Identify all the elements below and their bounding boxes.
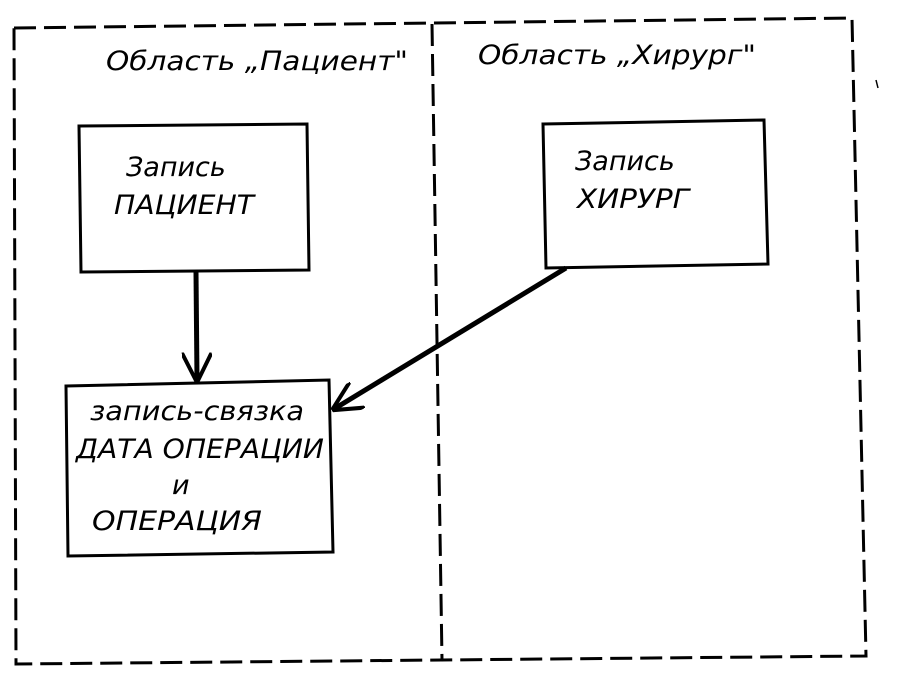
record-surgeon-line1: Запись xyxy=(575,146,675,177)
record-link-line3: и xyxy=(172,470,190,501)
region-divider xyxy=(430,23,444,661)
outer-frame xyxy=(12,16,868,666)
stray-mark xyxy=(875,79,879,89)
record-link-border xyxy=(64,378,335,558)
record-patient-line2: ПАЦИЕНТ xyxy=(114,190,257,221)
record-link-box: запись-связка ДАТА ОПЕРАЦИИ и ОПЕРАЦИЯ xyxy=(64,378,335,558)
record-patient-border xyxy=(77,122,311,274)
record-patient-box: Запись ПАЦИЕНТ xyxy=(77,122,311,274)
record-patient-line1: Запись xyxy=(126,152,226,183)
arrow-surgeon-to-link xyxy=(334,265,568,409)
record-surgeon-border xyxy=(541,118,770,270)
arrow-patient-to-link xyxy=(196,271,197,380)
record-link-line2: ДАТА ОПЕРАЦИИ xyxy=(75,434,324,465)
record-surgeon-box: Запись ХИРУРГ xyxy=(541,118,770,270)
record-surgeon-line2: ХИРУРГ xyxy=(575,184,691,215)
region-surgeon-title: Область „Хирург" xyxy=(478,40,756,71)
region-patient-title: Область „Пациент" xyxy=(106,46,408,77)
record-link-line4: ОПЕРАЦИЯ xyxy=(92,506,262,537)
record-link-line1: запись-связка xyxy=(90,396,304,427)
